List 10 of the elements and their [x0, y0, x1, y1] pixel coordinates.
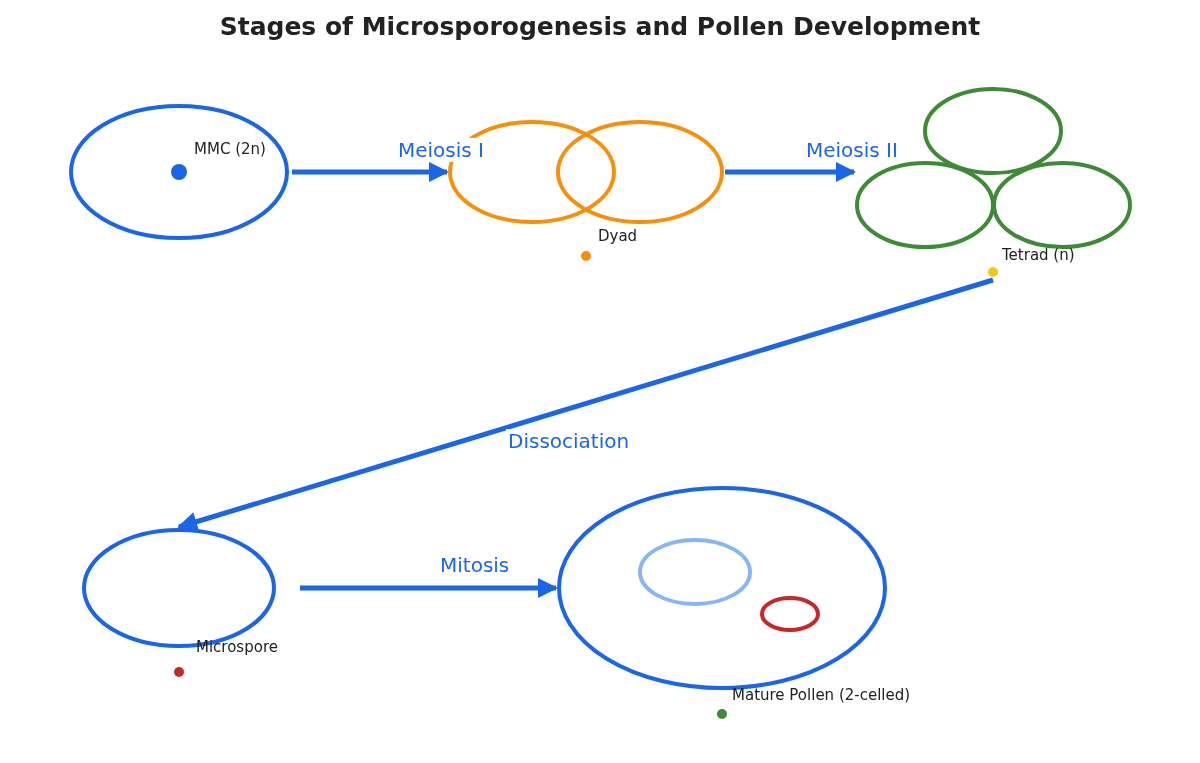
arrow: [177, 277, 994, 532]
stage-label: Tetrad (n): [1002, 246, 1075, 264]
arrow: [725, 162, 856, 182]
stage-label: Dyad: [598, 227, 638, 245]
stage-label: Mature Pollen (2-celled): [732, 686, 911, 704]
diagram-title: Stages of Microsporogenesis and Pollen Development: [218, 12, 982, 41]
arrow: [292, 162, 449, 182]
stage-label: Microspore: [196, 638, 278, 656]
stage-label: MMC (2n): [194, 140, 266, 158]
arrow: [300, 578, 558, 598]
